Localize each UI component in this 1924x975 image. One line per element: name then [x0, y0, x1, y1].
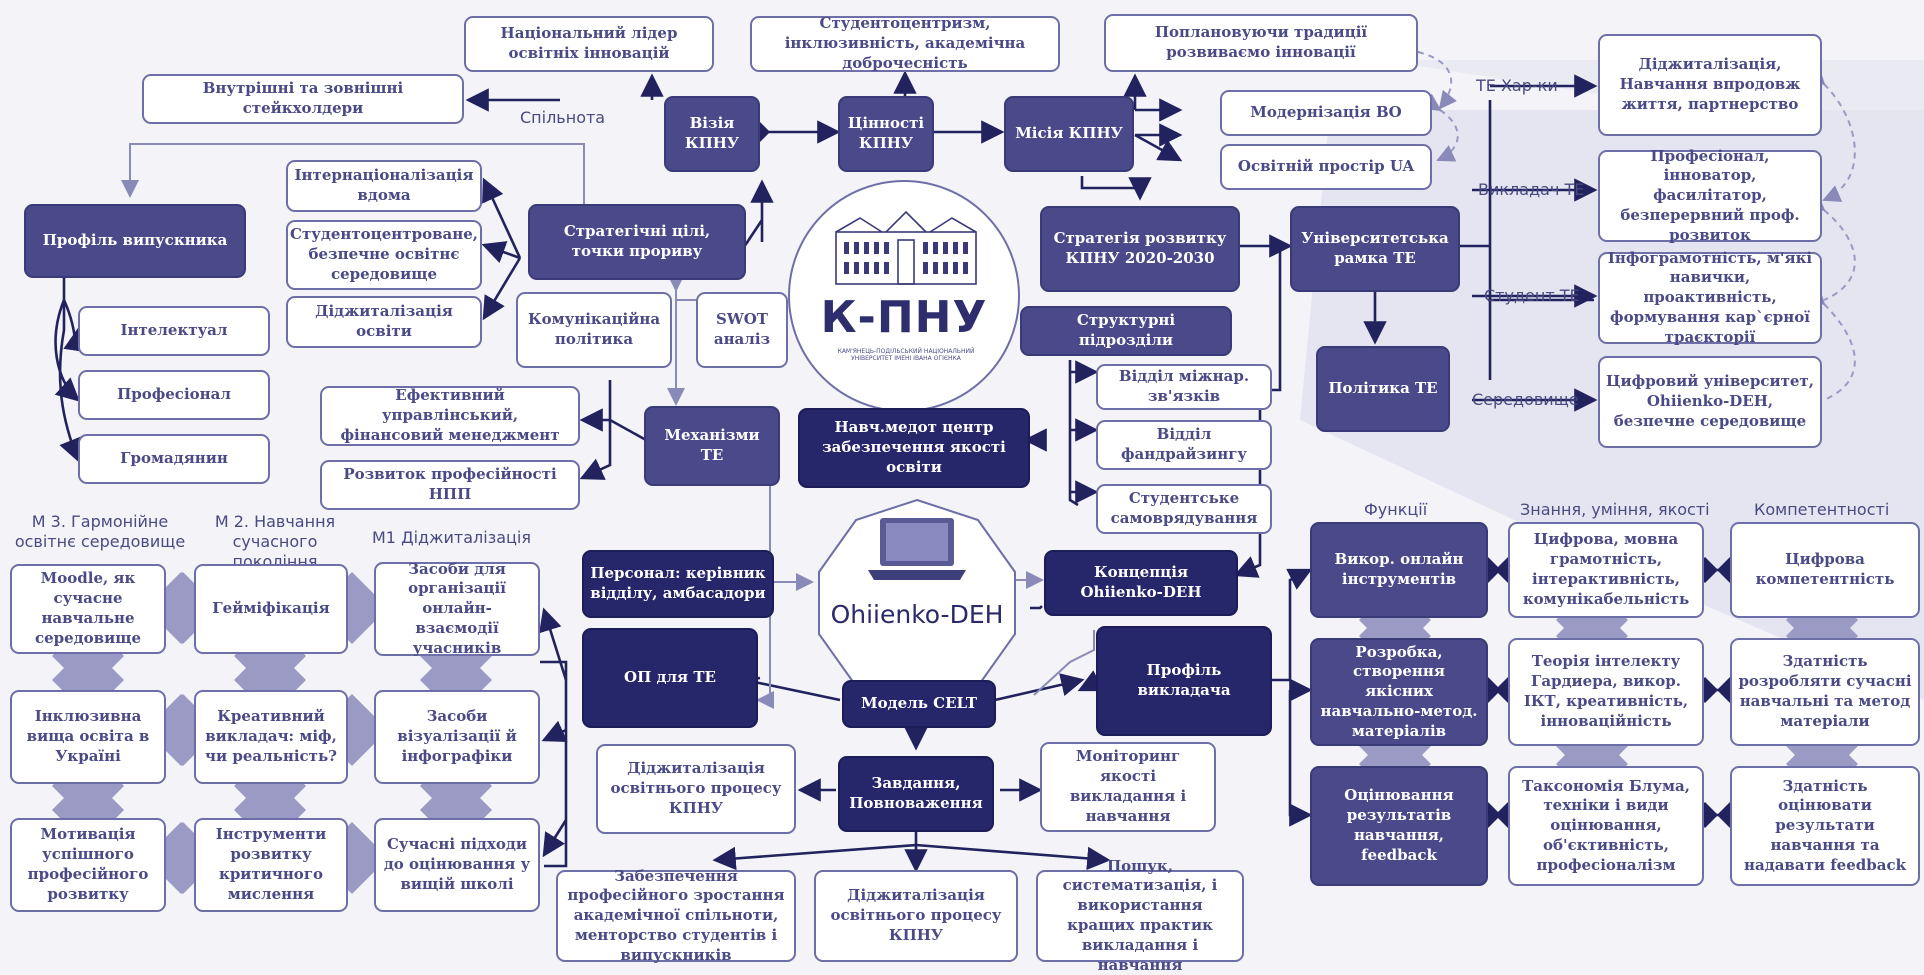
node-vizualizatsiia: Засоби візуалізації й інфографіки: [374, 690, 540, 784]
node-profil-vykl: Профіль викладача: [1096, 626, 1272, 736]
node-zavdannia: Завдання, Повноваження: [838, 756, 994, 832]
node-inkliuzyvna: Інклюзивна вища освіта в Україні: [10, 690, 166, 784]
node-komunikatsiina: Комунікаційна політика: [516, 292, 672, 368]
node-didzh-kpnu-left: Діджиталізація освітнього процесу КПНУ: [596, 744, 796, 834]
node-didzh-osv: Діджиталізація освіти: [286, 296, 482, 348]
node-instrumenty: Інструменти розвитку критичного мислення: [194, 818, 348, 912]
node-didzh-kpnu-bottom: Діджиталізація освітнього процесу КПНУ: [814, 870, 1018, 962]
node-hromadianyn: Громадянин: [78, 434, 270, 484]
node-stratehichni: Стратегічні цілі, точки прориву: [528, 204, 746, 280]
label-kompetentnosti: Компетентності: [1754, 500, 1890, 519]
node-te2: Професіонал, інноватор, фасилітатор, без…: [1598, 147, 1822, 244]
node-personal: Персонал: керівник відділу, амбасадори: [582, 550, 774, 618]
node-viddil-mizhnar: Відділ міжнар. зв'язків: [1096, 364, 1272, 410]
node-navch-tsentr: Навч.медот центр забезпечення якості осв…: [798, 408, 1030, 488]
node-efektyvnyi: Ефективний управлінський, фінансовий мен…: [320, 386, 580, 446]
label-m2: М 2. Навчання сучасного покоління: [214, 512, 336, 571]
node-tsinnosti: Цінності КПНУ: [838, 96, 934, 172]
node-te4: Цифровий університет, Ohiienko-DEH, безп…: [1598, 356, 1822, 448]
node-motyvatsiia: Мотивація успішного професійного розвитк…: [10, 818, 166, 912]
node-rozvytok-npp: Розвиток професійності НПП: [320, 460, 580, 510]
node-studentotsentr: Студентоцентроване, безпечне освітнє сер…: [286, 220, 482, 290]
node-poshuk: Пошук, систематизація, і використання кр…: [1036, 857, 1244, 974]
node-tradytsii: Поплановуючи традиції розвиваємо інновац…: [1104, 14, 1418, 72]
node-steikholdery: Внутрішні та зовнішні стейкхолдери: [142, 74, 464, 124]
label-spilnota: Спільнота: [520, 108, 606, 127]
node-tsinnosti-top: Студентоцентризм, інклюзивність, академі…: [750, 14, 1060, 72]
university-logo: К-ПНУ КАМ'ЯНЕЦЬ-ПОДІЛЬСЬКИЙ НАЦІОНАЛЬНИЙ…: [788, 180, 1020, 412]
node-teoriia: Теорія інтелекту Гардиера, викор. ІКТ, к…: [1508, 638, 1704, 746]
node-internats: Інтернаціоналізація вдома: [286, 160, 482, 212]
node-profil-vyp: Профіль випускника: [24, 204, 246, 278]
node-moodle: Moodle, як сучасне навчальне середовище: [10, 564, 166, 654]
node-univ-ramka: Університетська рамка ТЕ: [1290, 206, 1460, 292]
node-misiia: Місія КПНУ: [1004, 96, 1134, 172]
node-tsyfrova-movna: Цифрова, мовна грамотність, інтерактивні…: [1508, 522, 1704, 618]
node-te3: Інфограмотність, м'які навички, проактив…: [1598, 249, 1822, 346]
laptop-icon: [868, 518, 966, 580]
node-op-te: ОП для ТЕ: [582, 628, 758, 728]
building-icon: [835, 210, 977, 285]
node-stud-samovr: Студентське самоврядування: [1096, 484, 1272, 534]
logo-wordmark: К-ПНУ: [820, 292, 988, 343]
logo-subtitle: КАМ'ЯНЕЦЬ-ПОДІЛЬСЬКИЙ НАЦІОНАЛЬНИЙ УНІВЕ…: [837, 348, 975, 363]
node-suchasni: Сучасні підходи до оцінювання у вищій шк…: [374, 818, 540, 912]
label-seredovyshche: Середовище: [1472, 390, 1579, 409]
node-modernizatsiia: Модернізація ВО: [1220, 90, 1432, 136]
node-model-celt: Модель CELT: [842, 680, 996, 728]
label-znannia: Знання, уміння, якості: [1520, 500, 1710, 519]
node-rozrobka: Розробка, створення якісних навчально-ме…: [1310, 638, 1488, 746]
deh-label: Ohiienko-DEH: [830, 600, 1004, 629]
node-otsiniuvannia: Оцінювання результатів навчання, feedbac…: [1310, 766, 1488, 886]
node-te1: Діджиталізація, Навчання впродовж життя,…: [1598, 34, 1822, 136]
label-student-te: Студент ТЕ: [1484, 286, 1580, 305]
node-intelektual: Інтелектуал: [78, 306, 270, 356]
node-lider: Національний лідер освітніх інновацій: [464, 16, 714, 72]
label-m1: М1 Діджиталізація: [372, 528, 531, 547]
node-kreatyvnyi: Креативний викладач: міф, чи реальність?: [194, 690, 348, 784]
node-monitorynh: Моніторинг якості викладання і навчання: [1040, 742, 1216, 832]
label-vykladach-te: Викладач ТЕ: [1478, 180, 1585, 199]
node-zdatnist-rozr: Здатність розробляти сучасні навчальні т…: [1730, 638, 1920, 746]
node-zasoby-org: Засоби для організації онлайн-взаємодії …: [374, 560, 540, 657]
deh-emblem: [818, 498, 1016, 708]
label-te-kharky: ТЕ Хар-ки: [1476, 76, 1558, 95]
label-funktsii: Функції: [1364, 500, 1428, 519]
node-vykor: Викор. онлайн інструментів: [1310, 522, 1488, 618]
node-taksonomiia: Таксономія Блума, техніки і види оцінюва…: [1508, 766, 1704, 886]
node-strukturni: Структурні підрозділи: [1020, 306, 1232, 356]
node-kontseptsiia: Концепція Ohiienko-DEH: [1044, 550, 1238, 616]
node-tsyfrova-komp: Цифрова компетентність: [1730, 522, 1920, 618]
node-mekhanizmy: Механізми ТЕ: [644, 406, 780, 486]
label-m3: М 3. Гармонійне освітнє середовище: [14, 512, 186, 551]
node-swot: SWOT аналіз: [696, 292, 788, 368]
node-zabezpechennia: Забезпечення професійного зростання акад…: [556, 867, 796, 964]
node-heimifikatsiia: Гейміфікація: [194, 564, 348, 654]
node-polityka-te: Політика ТЕ: [1316, 346, 1450, 432]
node-zdatnist-ots: Здатність оцінювати результати навчання …: [1730, 766, 1920, 886]
node-viziia: Візія КПНУ: [664, 96, 760, 172]
node-profesional: Професіонал: [78, 370, 270, 420]
node-prostir: Освітній простір UA: [1220, 144, 1432, 190]
node-stratehiia: Стратегія розвитку КПНУ 2020-2030: [1040, 206, 1240, 292]
node-viddil-fand: Відділ фандрайзингу: [1096, 420, 1272, 470]
